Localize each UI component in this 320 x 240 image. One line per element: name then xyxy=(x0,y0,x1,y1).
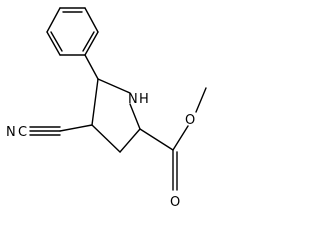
c4-cn-bond xyxy=(59,124,93,132)
phenyl-bond-6 xyxy=(46,7,61,33)
phenyl-bond-2 xyxy=(84,7,99,33)
phenyl-bond-3 xyxy=(84,31,99,56)
c3-c4-bond xyxy=(91,124,121,153)
c2-c3-bond xyxy=(119,128,141,153)
nitrile-group xyxy=(29,124,93,136)
molecule-diagram: N H N C O O xyxy=(6,7,207,210)
atom-label-nitrile-carbon: C xyxy=(18,125,27,140)
atom-label-nitrile-nitrogen: N xyxy=(6,125,16,140)
c4-c5-bond xyxy=(91,78,99,126)
pyrrolidine-ring xyxy=(91,78,141,153)
oester-methyl-bond xyxy=(195,87,207,113)
atom-label-ester-oxygen: O xyxy=(185,113,195,128)
structure-canvas: N H N C O O xyxy=(6,7,207,210)
ester-group xyxy=(139,87,207,191)
phenyl-double-2 xyxy=(82,31,95,52)
phenyl-bond-5 xyxy=(46,31,61,56)
atom-label-nh-hydrogen: H xyxy=(139,92,149,107)
atom-label-carbonyl-oxygen: O xyxy=(170,195,180,210)
c5-n-bond xyxy=(97,78,131,94)
phenyl-c5-bond xyxy=(84,54,99,80)
phenyl-double-3 xyxy=(50,31,63,52)
phenyl-ring xyxy=(46,7,99,56)
carbonyl-oester-bond xyxy=(172,125,189,151)
n-c2-bond xyxy=(129,103,141,130)
c2-carbonyl-bond xyxy=(139,128,174,151)
atom-label-ring-nitrogen: N xyxy=(128,92,138,107)
